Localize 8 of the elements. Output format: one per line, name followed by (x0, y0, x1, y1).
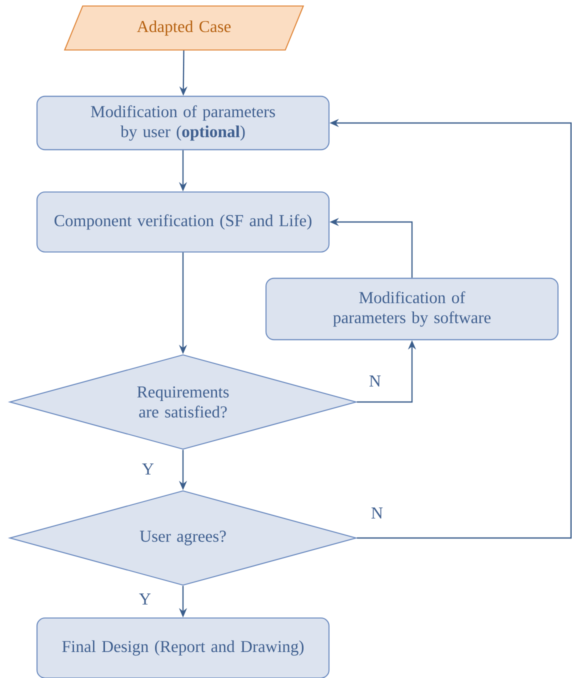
edge-label: N (370, 506, 384, 520)
process-box: Modification of parameters by user (optional) (36, 96, 330, 150)
edge-label: N (368, 374, 382, 388)
process-box: Component verification (SF and Life) (36, 191, 330, 253)
process-box: Final Design (Report and Drawing) (36, 617, 330, 678)
edge-label: Y (138, 592, 152, 606)
edge-label: Y (140, 462, 156, 476)
process-box: Modification of parameters by software (265, 278, 559, 340)
